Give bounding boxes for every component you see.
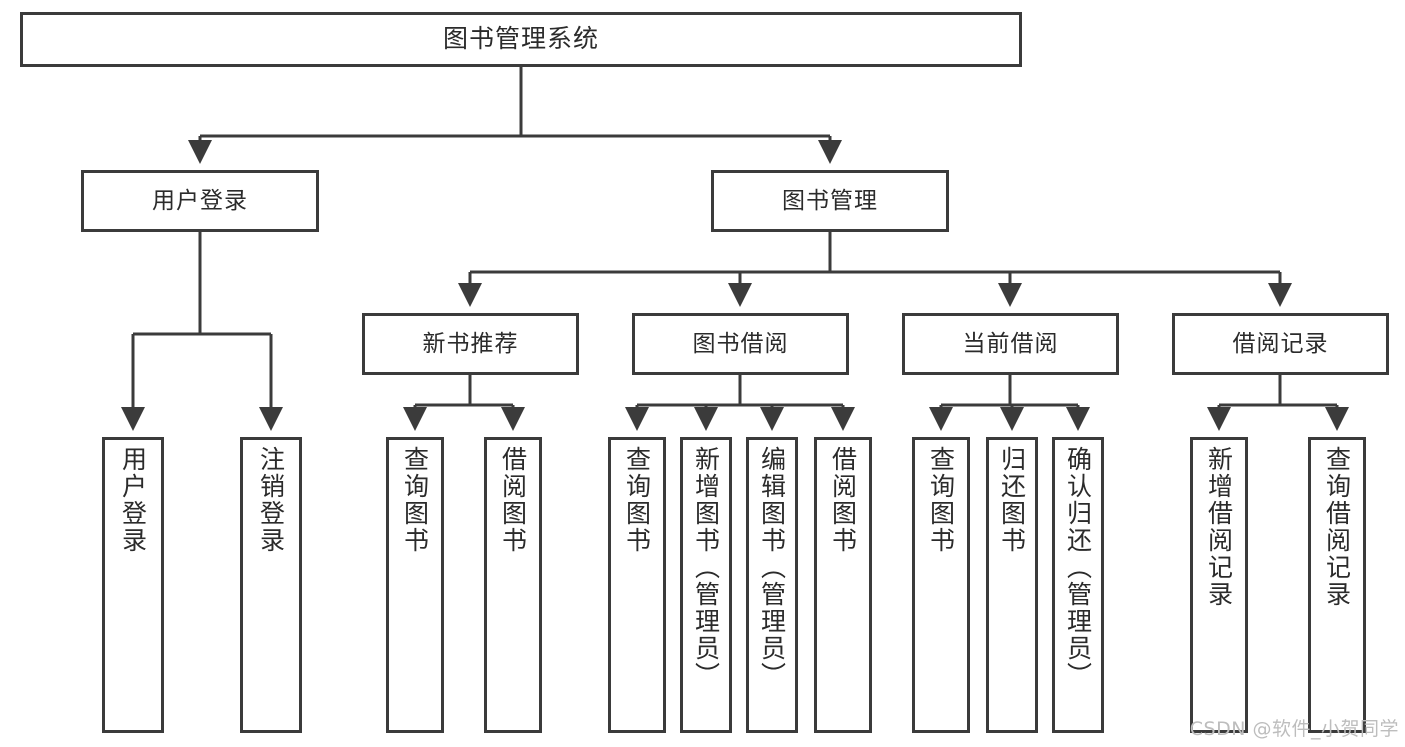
node-root-label: 图书管理系统 <box>442 24 599 54</box>
node-user-login-label: 用户登录 <box>152 187 248 214</box>
node-book-manage-label: 图书管理 <box>782 187 878 214</box>
node-current-borrow-label: 当前借阅 <box>962 330 1059 357</box>
leaf-logout[interactable]: 注销登录 <box>240 437 302 733</box>
leaf-edit-book-label: 编辑图书（管理员） <box>757 446 787 689</box>
node-root[interactable]: 图书管理系统 <box>20 12 1022 67</box>
leaf-query-borrow-record[interactable]: 查询借阅记录 <box>1308 437 1366 733</box>
leaf-logout-label: 注销登录 <box>256 446 286 554</box>
leaf-user-login-label: 用户登录 <box>118 446 148 554</box>
leaf-add-borrow-record-label: 新增借阅记录 <box>1204 446 1234 608</box>
leaf-user-login[interactable]: 用户登录 <box>102 437 164 733</box>
leaf-query-book-recommend[interactable]: 查询图书 <box>386 437 444 733</box>
leaf-query-borrow-record-label: 查询借阅记录 <box>1322 446 1352 608</box>
node-borrow-record-label: 借阅记录 <box>1232 330 1329 357</box>
leaf-query-book-borrow[interactable]: 查询图书 <box>608 437 666 733</box>
leaf-query-book-recommend-label: 查询图书 <box>400 446 430 554</box>
node-book-borrow-label: 图书借阅 <box>692 330 789 357</box>
leaf-borrow-book-recommend[interactable]: 借阅图书 <box>484 437 542 733</box>
leaf-add-borrow-record[interactable]: 新增借阅记录 <box>1190 437 1248 733</box>
node-borrow-record[interactable]: 借阅记录 <box>1172 313 1389 375</box>
leaf-query-book-current-label: 查询图书 <box>926 446 956 554</box>
leaf-borrow-book-label: 借阅图书 <box>828 446 858 554</box>
leaf-borrow-book-recommend-label: 借阅图书 <box>498 446 528 554</box>
csdn-watermark: CSDN @软件_小贺同学 <box>1189 718 1399 740</box>
node-current-borrow[interactable]: 当前借阅 <box>902 313 1119 375</box>
node-new-book-recommend[interactable]: 新书推荐 <box>362 313 579 375</box>
node-book-manage[interactable]: 图书管理 <box>711 170 949 232</box>
leaf-return-book-label: 归还图书 <box>997 446 1027 554</box>
leaf-borrow-book[interactable]: 借阅图书 <box>814 437 872 733</box>
leaf-confirm-return[interactable]: 确认归还（管理员） <box>1052 437 1104 733</box>
leaf-edit-book[interactable]: 编辑图书（管理员） <box>746 437 798 733</box>
leaf-query-book-current[interactable]: 查询图书 <box>912 437 970 733</box>
node-new-book-recommend-label: 新书推荐 <box>422 330 519 357</box>
node-book-borrow[interactable]: 图书借阅 <box>632 313 849 375</box>
leaf-add-book[interactable]: 新增图书（管理员） <box>680 437 732 733</box>
leaf-add-book-label: 新增图书（管理员） <box>691 446 721 689</box>
node-user-login[interactable]: 用户登录 <box>81 170 319 232</box>
leaf-confirm-return-label: 确认归还（管理员） <box>1063 446 1093 689</box>
leaf-query-book-borrow-label: 查询图书 <box>622 446 652 554</box>
leaf-return-book[interactable]: 归还图书 <box>986 437 1038 733</box>
